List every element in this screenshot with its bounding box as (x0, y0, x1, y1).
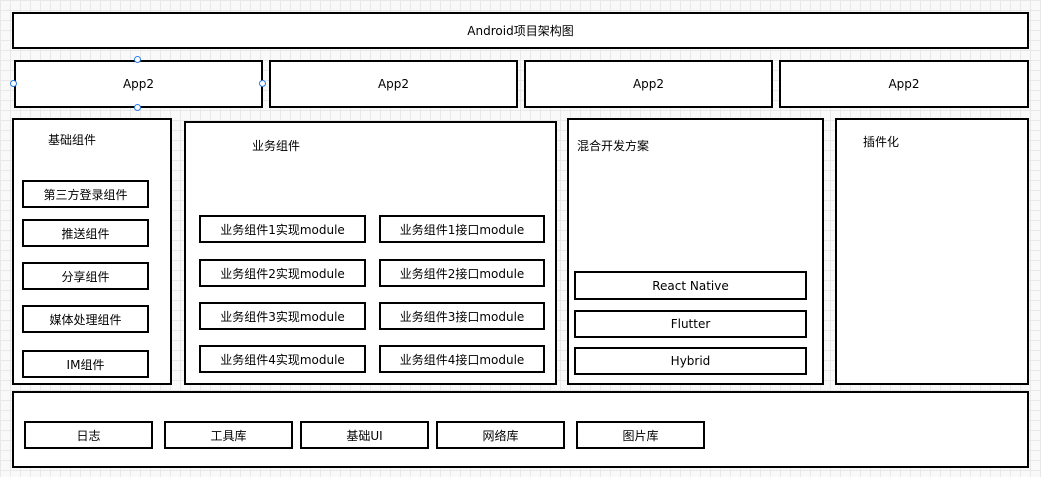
business-interface-module-4[interactable]: 业务组件4接口module (379, 345, 545, 373)
component-push[interactable]: 推送组件 (22, 219, 149, 247)
business-interface-module-3[interactable]: 业务组件3接口module (379, 302, 545, 330)
app-box-2[interactable]: App2 (269, 60, 518, 108)
business-impl-module-4[interactable]: 业务组件4实现module (199, 345, 366, 373)
component-label: 分享组件 (61, 269, 110, 284)
foundation-label: 网络库 (482, 428, 519, 443)
foundation-label: 日志 (76, 428, 101, 443)
hybrid-dev-container[interactable] (567, 118, 824, 385)
hybrid-label: Flutter (670, 317, 711, 331)
component-label: 第三方登录组件 (43, 187, 128, 202)
component-login[interactable]: 第三方登录组件 (22, 180, 149, 208)
hybrid-react-native[interactable]: React Native (574, 271, 807, 300)
app-box-1[interactable]: App2 (14, 60, 263, 108)
app-label: App2 (888, 77, 920, 91)
foundation-log[interactable]: 日志 (24, 421, 153, 449)
foundation-label: 工具库 (210, 428, 247, 443)
foundation-image[interactable]: 图片库 (576, 421, 705, 449)
foundation-network[interactable]: 网络库 (436, 421, 565, 449)
foundation-label: 基础UI (346, 428, 383, 443)
selection-handle-left[interactable] (10, 80, 17, 87)
app-label: App2 (122, 77, 155, 91)
hybrid-label: React Native (652, 278, 729, 293)
app-label: App2 (632, 77, 665, 91)
diagram-title-box[interactable]: Android项目架构图 (12, 12, 1029, 49)
plugin-title: 插件化 (863, 135, 900, 149)
app-box-3[interactable]: App2 (524, 60, 773, 108)
business-components-title: 业务组件 (252, 139, 301, 153)
app-box-4[interactable]: App2 (779, 60, 1029, 108)
base-components-title: 基础组件 (48, 133, 97, 147)
hybrid-flutter[interactable]: Flutter (574, 310, 807, 338)
business-components-container[interactable] (184, 121, 557, 385)
module-label: 业务组件1实现module (220, 222, 345, 237)
component-label: 推送组件 (61, 226, 110, 241)
business-impl-module-3[interactable]: 业务组件3实现module (199, 302, 366, 330)
business-interface-module-2[interactable]: 业务组件2接口module (379, 259, 545, 287)
business-impl-module-1[interactable]: 业务组件1实现module (199, 215, 366, 243)
module-label: 业务组件4实现module (220, 352, 345, 367)
module-label: 业务组件3接口module (399, 309, 525, 324)
diagram-title: Android项目架构图 (467, 24, 574, 38)
selection-handle-top[interactable] (134, 56, 141, 63)
component-share[interactable]: 分享组件 (22, 262, 149, 290)
hybrid-dev-title: 混合开发方案 (577, 139, 650, 153)
plugin-container[interactable] (835, 118, 1029, 385)
business-interface-module-1[interactable]: 业务组件1接口module (379, 215, 545, 243)
hybrid-label: Hybrid (670, 354, 711, 368)
app-label: App2 (377, 77, 410, 91)
module-label: 业务组件2接口module (399, 266, 525, 281)
selection-handle-bottom[interactable] (134, 104, 141, 111)
foundation-label: 图片库 (622, 428, 659, 443)
component-label: IM组件 (66, 357, 105, 372)
hybrid-hybrid[interactable]: Hybrid (574, 347, 807, 375)
component-media[interactable]: 媒体处理组件 (22, 305, 149, 333)
module-label: 业务组件1接口module (399, 222, 525, 237)
component-label: 媒体处理组件 (49, 312, 122, 327)
module-label: 业务组件2实现module (220, 266, 345, 281)
module-label: 业务组件3实现module (220, 309, 345, 324)
foundation-utils[interactable]: 工具库 (164, 421, 293, 449)
module-label: 业务组件4接口module (399, 352, 525, 367)
base-components-container[interactable] (12, 118, 172, 385)
business-impl-module-2[interactable]: 业务组件2实现module (199, 259, 366, 287)
component-im[interactable]: IM组件 (22, 350, 149, 378)
foundation-base-ui[interactable]: 基础UI (300, 421, 429, 449)
selection-handle-right[interactable] (259, 80, 266, 87)
